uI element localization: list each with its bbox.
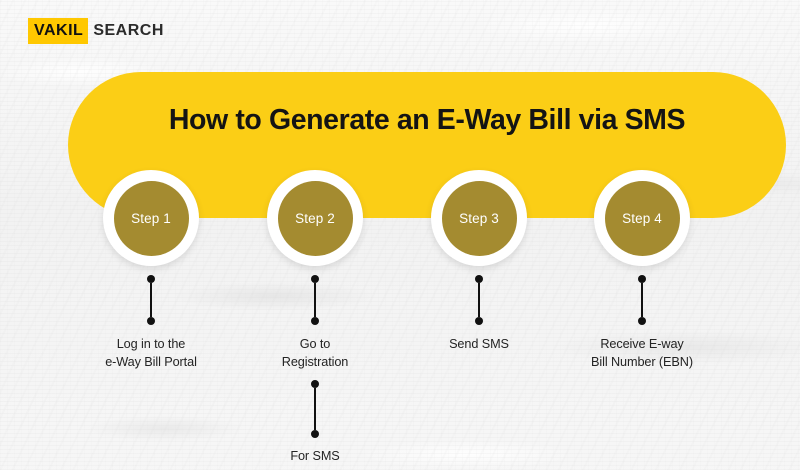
step-bubble-4: Step 4 [594, 170, 690, 266]
step-connector-2 [311, 275, 319, 325]
connector-dot-top-icon [147, 275, 155, 283]
step-badge-label-1: Step 1 [131, 210, 171, 226]
step-item-1: Step 1 Log in to the e-Way Bill Portal [69, 170, 233, 371]
step-badge-label-2: Step 2 [295, 210, 335, 226]
step-bubble-inner-2: Step 2 [277, 180, 353, 256]
step-caption-2: Go to Registration [281, 337, 349, 369]
connector-dot-bottom-icon [310, 430, 319, 439]
page-title: How to Generate an E-Way Bill via SMS [168, 104, 686, 136]
step-bubble-1: Step 1 [103, 170, 199, 266]
connector-line [477, 283, 481, 317]
step-caption-1: Log in to the e-Way Bill Portal [105, 337, 197, 369]
step-bubble-2: Step 2 [267, 170, 363, 266]
connector-line [313, 283, 317, 317]
step-connector-1 [147, 275, 155, 325]
step-caption-4: Receive E-way Bill Number (EBN) [591, 337, 693, 369]
connector-line [149, 283, 153, 317]
logo-mark-vakil: VAKIL [28, 18, 89, 44]
connector-line [640, 283, 644, 317]
connector-dot-top-icon [475, 275, 483, 283]
step-caption-3: Send SMS [449, 337, 509, 351]
step-item-3: Step 3 Send SMS [397, 170, 561, 354]
step-item-2: Step 2 Go to Registration For SMS [233, 170, 397, 466]
connector-dot-top-icon [311, 275, 319, 283]
step-2-sub-branch: For SMS [290, 380, 340, 466]
vakilsearch-logo: VAKIL SEARCH [28, 18, 168, 44]
sub-branch-connector [310, 380, 319, 439]
step-item-4: Step 4 Receive E-way Bill Number (EBN) [560, 170, 724, 371]
connector-line [313, 388, 317, 431]
step-badge-label-3: Step 3 [459, 210, 499, 226]
step-badge-label-4: Step 4 [622, 210, 662, 226]
logo-word-search: SEARCH [93, 22, 164, 39]
connector-dot-bottom-icon [147, 317, 155, 325]
step-bubble-3: Step 3 [431, 170, 527, 266]
connector-dot-bottom-icon [475, 317, 483, 325]
step-bubble-inner-3: Step 3 [441, 180, 517, 256]
connector-dot-bottom-icon [311, 317, 319, 325]
connector-dot-top-icon [310, 380, 319, 389]
step-bubble-inner-1: Step 1 [113, 180, 189, 256]
step-connector-3 [475, 275, 483, 325]
step-bubble-inner-4: Step 4 [604, 180, 680, 256]
connector-dot-bottom-icon [638, 317, 646, 325]
step-connector-4 [638, 275, 646, 325]
step-2-sub-caption: For SMS [290, 449, 340, 464]
connector-dot-top-icon [638, 275, 646, 283]
